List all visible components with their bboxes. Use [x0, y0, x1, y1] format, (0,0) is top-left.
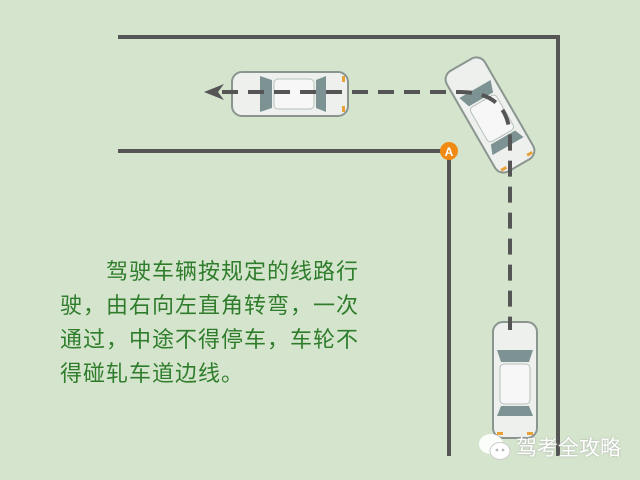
watermark-text: 驾考全攻略	[516, 436, 621, 460]
description: 驾驶车辆按规定的线路行 驶，由右向左直角转弯，一次 通过，中途不得停车，车轮不 …	[60, 256, 420, 392]
wechat-icon	[479, 434, 511, 460]
description-line: 通过，中途不得停车，车轮不	[60, 328, 360, 353]
road-outer-edge	[118, 35, 560, 456]
arrow-head-icon	[204, 84, 224, 100]
marker-a	[440, 142, 458, 160]
watermark: 驾考全攻略	[478, 432, 621, 462]
driving-path	[222, 90, 512, 330]
car-start	[492, 321, 538, 439]
description-line: 得碰轧车道边线。	[60, 362, 245, 387]
description-line: 驶，由右向左直角转弯，一次	[60, 294, 360, 319]
description-line: 驾驶车辆按规定的线路行	[60, 260, 360, 285]
marker-a-label: A	[445, 145, 454, 159]
car-turning	[440, 52, 540, 178]
